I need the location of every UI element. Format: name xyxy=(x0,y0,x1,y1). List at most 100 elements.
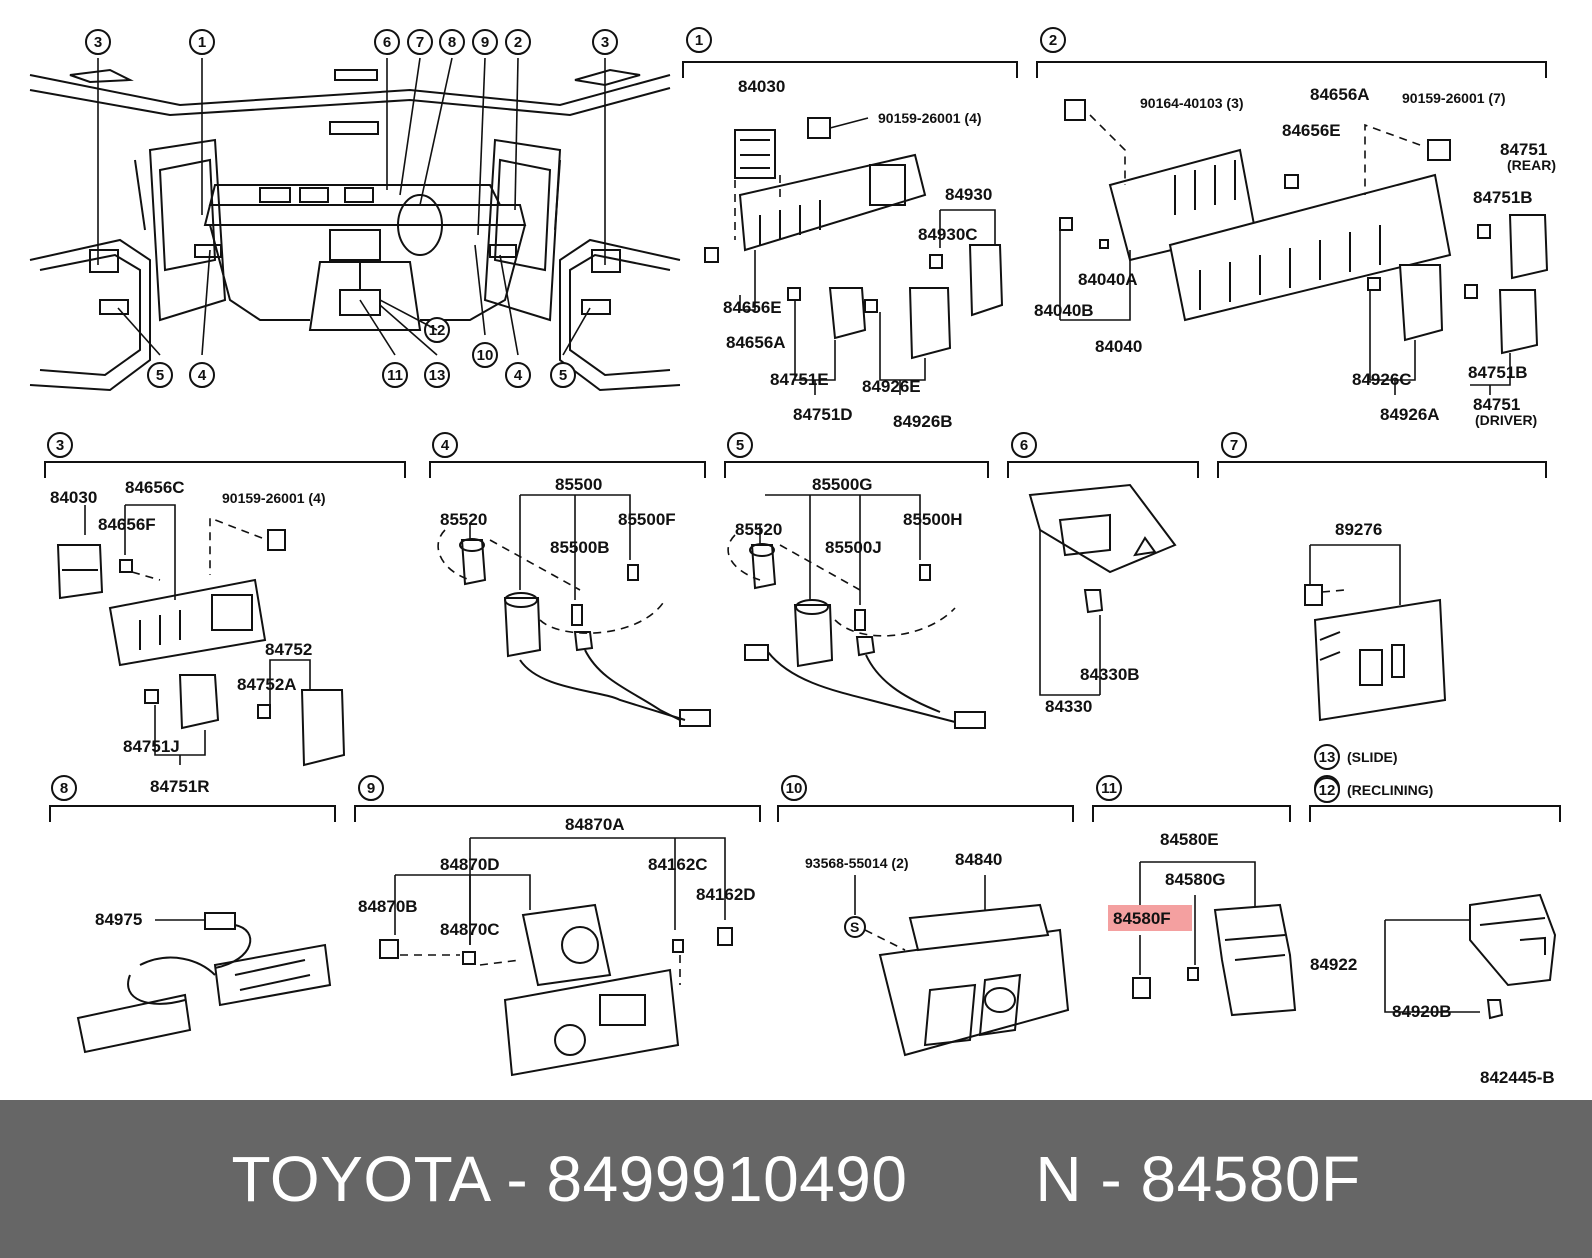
section-5-drawing xyxy=(727,494,986,729)
part-label[interactable]: 84751R xyxy=(150,777,210,796)
part-label[interactable]: 84580E xyxy=(1160,830,1219,849)
section-2-number-circle xyxy=(1040,27,1066,53)
section-5-number: 5 xyxy=(736,437,744,454)
legend-callout-13-circle xyxy=(1314,744,1340,770)
part-label[interactable]: 84752A xyxy=(237,675,297,694)
overview-callout-3: 3 xyxy=(601,34,609,51)
overview-callout-8-circle xyxy=(439,29,465,55)
part-label[interactable]: 85500G xyxy=(812,475,873,494)
overview-callout-4: 4 xyxy=(514,367,523,384)
overview-callout-2-circle xyxy=(505,29,531,55)
overview-callout-4: 4 xyxy=(198,367,207,384)
part-label[interactable]: (DRIVER) xyxy=(1475,412,1537,428)
part-label[interactable]: 84040 xyxy=(1095,337,1142,356)
overview-callout-5-circle xyxy=(550,362,576,388)
part-label[interactable]: 85500F xyxy=(618,510,676,529)
part-label[interactable]: 93568-55014 (2) xyxy=(805,855,909,871)
part-label[interactable]: 84656E xyxy=(723,298,782,317)
part-label[interactable]: 84162D xyxy=(696,885,756,904)
part-label[interactable]: 84870A xyxy=(565,815,625,834)
part-label[interactable]: 84656E xyxy=(1282,121,1341,140)
part-number-labels: 84030 90159-26001 (4) 84930 84930C 84656E 846… xyxy=(50,77,1556,1021)
part-label[interactable]: 85500J xyxy=(825,538,882,557)
overview-callout-13-circle xyxy=(424,362,450,388)
part-label[interactable]: 84870C xyxy=(440,920,500,939)
part-label[interactable]: 84751B xyxy=(1468,363,1528,382)
section-6-number-circle xyxy=(1011,432,1037,458)
overview-callout-4-circle xyxy=(189,362,215,388)
overview-callout-8: 8 xyxy=(448,34,456,51)
part-label[interactable]: 90159-26001 (4) xyxy=(878,110,982,126)
section-7-number-circle xyxy=(1221,432,1247,458)
part-label[interactable]: (REAR) xyxy=(1507,157,1556,173)
part-label[interactable]: 89276 xyxy=(1335,520,1382,539)
reference-part: 84580F xyxy=(1140,1143,1361,1215)
section-6-number: 6 xyxy=(1020,437,1028,454)
part-label[interactable]: 84580G xyxy=(1165,870,1226,889)
part-label[interactable]: 84751 xyxy=(1500,140,1547,159)
part-label[interactable]: 84930 xyxy=(945,185,992,204)
highlighted-part-label[interactable]: 84580F xyxy=(1113,909,1171,928)
overview-callout-6: 6 xyxy=(383,34,391,51)
part-label[interactable]: 84920B xyxy=(1392,1002,1452,1021)
part-label[interactable]: 84656A xyxy=(726,333,786,352)
part-label[interactable]: 90164-40103 (3) xyxy=(1140,95,1244,111)
section-brackets xyxy=(44,61,1561,822)
part-label[interactable]: 85520 xyxy=(735,520,782,539)
part-label[interactable]: 84975 xyxy=(95,910,142,929)
part-label[interactable]: 84752 xyxy=(265,640,312,659)
part-label[interactable]: 84656A xyxy=(1310,85,1370,104)
part-label[interactable]: 84040B xyxy=(1034,301,1094,320)
part-label[interactable]: 84751E xyxy=(770,370,829,389)
part-label[interactable]: 84330 xyxy=(1045,697,1092,716)
section-10-drawing: S xyxy=(844,875,1070,1057)
section-2-number: 2 xyxy=(1049,32,1057,49)
legend-callout-13: 13 xyxy=(1319,749,1336,766)
part-label[interactable]: 85520 xyxy=(440,510,487,529)
overview-callout-6-circle xyxy=(374,29,400,55)
part-label[interactable]: 84030 xyxy=(50,488,97,507)
section-4-number: 4 xyxy=(441,437,450,454)
part-label[interactable]: 85500H xyxy=(903,510,963,529)
part-label[interactable]: 85500 xyxy=(555,475,602,494)
section-1-number: 1 xyxy=(695,32,703,49)
overview-callout-1-circle xyxy=(189,29,215,55)
overview-callout-5: 5 xyxy=(156,367,164,384)
overview-callout-11: 11 xyxy=(387,367,403,384)
part-label[interactable]: 84870B xyxy=(358,897,418,916)
part-label[interactable]: 84926A xyxy=(1380,405,1440,424)
part-label[interactable]: 84751J xyxy=(123,737,180,756)
part-label[interactable]: 84926B xyxy=(893,412,953,431)
part-label[interactable]: 84040A xyxy=(1078,270,1138,289)
section-8-number-circle xyxy=(51,775,77,801)
part-label[interactable]: 84656C xyxy=(125,478,185,497)
part-label[interactable]: 84330B xyxy=(1080,665,1140,684)
part-label[interactable]: 84870D xyxy=(440,855,500,874)
part-label[interactable]: 84926E xyxy=(862,377,921,396)
part-label[interactable]: 90159-26001 (7) xyxy=(1402,90,1506,106)
part-label[interactable]: 84751D xyxy=(793,405,853,424)
reference-letter: N xyxy=(1035,1143,1083,1215)
part-label[interactable]: 84162C xyxy=(648,855,708,874)
part-label[interactable]: 84926C xyxy=(1352,370,1412,389)
part-label[interactable]: 90159-26001 (4) xyxy=(222,490,326,506)
overview-callout-5: 5 xyxy=(559,367,567,384)
section-10-number-circle xyxy=(781,775,807,801)
part-label[interactable]: 84656F xyxy=(98,515,156,534)
part-label[interactable]: 84030 xyxy=(738,77,785,96)
part-label[interactable]: 84930C xyxy=(918,225,978,244)
section-12-drawing xyxy=(1384,893,1557,1020)
overview-callout-10-circle xyxy=(472,342,498,368)
overview-interior-drawing xyxy=(29,68,681,392)
part-label[interactable]: 85500B xyxy=(550,538,610,557)
drawing-code: 842445-B xyxy=(1480,1068,1555,1087)
overview-callout-3-circle xyxy=(85,29,111,55)
part-label[interactable]: 84751B xyxy=(1473,188,1533,207)
overview-callout-9-circle xyxy=(472,29,498,55)
overview-callout-3: 3 xyxy=(94,34,102,51)
section-11-number: 11 xyxy=(1101,780,1117,797)
part-label[interactable]: 84840 xyxy=(955,850,1002,869)
part-label[interactable]: 84922 xyxy=(1310,955,1357,974)
part-label[interactable]: 84751 xyxy=(1473,395,1520,414)
